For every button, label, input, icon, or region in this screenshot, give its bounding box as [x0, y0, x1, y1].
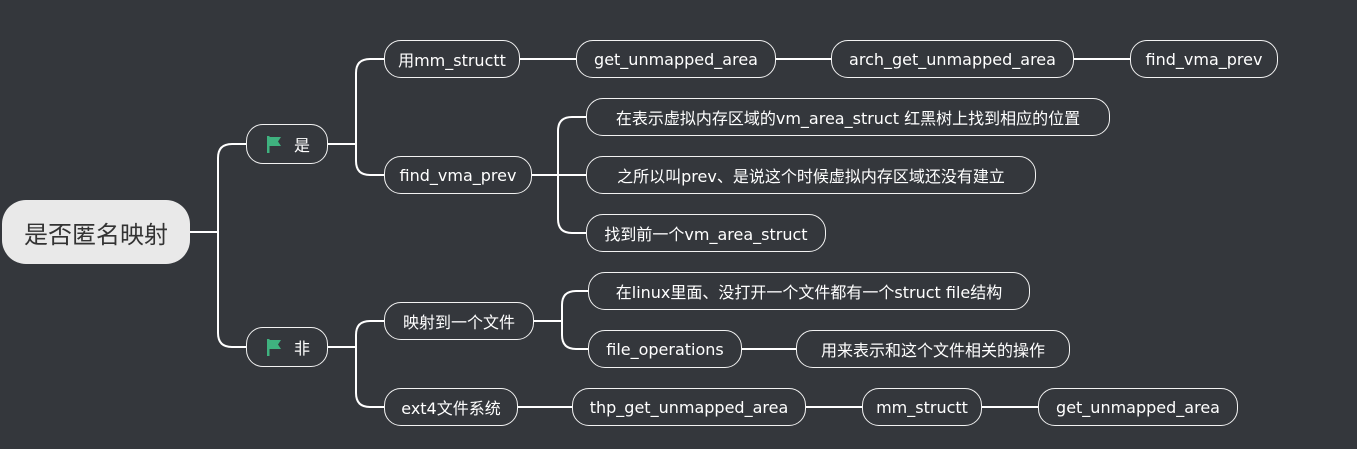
node-arch-get-unmapped-area[interactable]: arch_get_unmapped_area [831, 40, 1074, 78]
node-file-operations-label: file_operations [606, 339, 724, 359]
node-map-to-file[interactable]: 映射到一个文件 [384, 302, 534, 340]
node-get-unmapped-area-label: get_unmapped_area [594, 49, 758, 69]
root-topic[interactable]: 是否匿名映射 [2, 200, 190, 264]
node-ext4-label: ext4文件系统 [401, 399, 501, 418]
note-find-previous-label: 找到前一个vm_area_struct [604, 225, 808, 244]
node-thp-get-unmapped-area-label: thp_get_unmapped_area [589, 397, 789, 417]
node-mm-structt[interactable]: 用mm_structt [384, 40, 520, 78]
note-why-prev[interactable]: 之所以叫prev、是说这个时候虚拟内存区域还没有建立 [586, 156, 1036, 194]
node-map-to-file-label: 映射到一个文件 [402, 313, 515, 332]
flag-icon [266, 136, 281, 153]
flag-icon [266, 339, 281, 356]
node-file-operations[interactable]: file_operations [588, 330, 742, 368]
node-mm-structt-2[interactable]: mm_structt [862, 388, 982, 426]
note-struct-file[interactable]: 在linux里面、没打开一个文件都有一个struct file结构 [588, 272, 1030, 310]
node-get-unmapped-area-2[interactable]: get_unmapped_area [1038, 388, 1238, 426]
note-struct-file-label: 在linux里面、没打开一个文件都有一个struct file结构 [615, 283, 1003, 302]
branch-yes-label: 是 [293, 136, 310, 155]
node-find-vma-prev[interactable]: find_vma_prev [384, 156, 532, 194]
branch-no[interactable]: 非 [246, 327, 328, 367]
root-topic-label: 是否匿名映射 [24, 220, 168, 249]
node-get-unmapped-area-2-label: get_unmapped_area [1056, 397, 1220, 417]
node-find-vma-prev-leaf[interactable]: find_vma_prev [1130, 40, 1278, 78]
node-get-unmapped-area[interactable]: get_unmapped_area [576, 40, 776, 78]
node-find-vma-prev-label: find_vma_prev [399, 165, 517, 185]
note-file-operations-desc[interactable]: 用来表示和这个文件相关的操作 [796, 330, 1070, 368]
note-find-previous[interactable]: 找到前一个vm_area_struct [586, 214, 826, 252]
note-rb-tree[interactable]: 在表示虚拟内存区域的vm_area_struct 红黑树上找到相应的位置 [586, 98, 1110, 136]
node-mm-structt-2-label: mm_structt [876, 397, 968, 417]
node-arch-get-unmapped-area-label: arch_get_unmapped_area [849, 49, 1056, 69]
branch-no-label: 非 [293, 339, 310, 358]
node-ext4[interactable]: ext4文件系统 [384, 388, 518, 426]
node-thp-get-unmapped-area[interactable]: thp_get_unmapped_area [572, 388, 806, 426]
branch-yes[interactable]: 是 [246, 124, 328, 164]
note-why-prev-label: 之所以叫prev、是说这个时候虚拟内存区域还没有建立 [617, 167, 1005, 186]
note-rb-tree-label: 在表示虚拟内存区域的vm_area_struct 红黑树上找到相应的位置 [615, 109, 1081, 128]
node-find-vma-prev-leaf-label: find_vma_prev [1145, 49, 1263, 69]
note-file-operations-desc-label: 用来表示和这个文件相关的操作 [820, 341, 1045, 360]
node-mm-structt-label: 用mm_structt [398, 51, 506, 70]
